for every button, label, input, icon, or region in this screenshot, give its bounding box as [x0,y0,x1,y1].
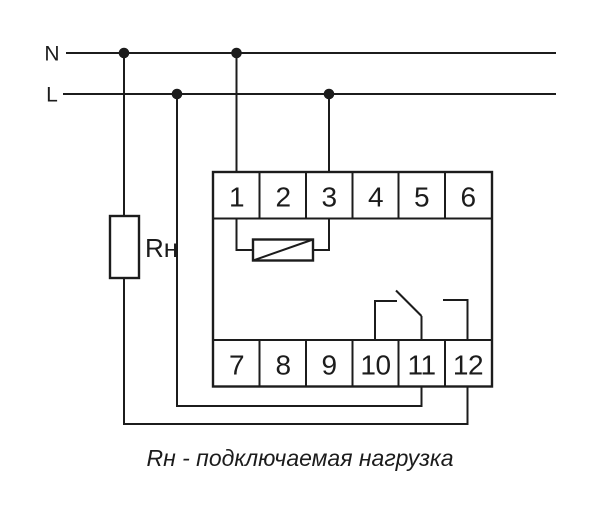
junction-dot-neutral-load [118,47,130,59]
contact-blade [395,289,423,317]
contact-lead-terminal-12 [443,299,469,340]
wire-live-to-terminal-11 [176,94,423,407]
wire-load-to-terminal-12 [123,278,469,425]
live-label: L [46,84,58,107]
contact-lead-terminal-10 [374,300,397,340]
coil-lead-terminal-1 [235,218,253,251]
coil-diagonal-stroke [252,238,314,262]
junction-dot-neutral-terminal-1 [231,47,242,59]
terminal-8-label: 8 [275,350,290,381]
terminal-5-label: 5 [414,182,429,213]
terminal-10-label: 10 [360,350,390,381]
neutral-label: N [44,43,59,66]
junction-dot-live-terminal-11 [171,88,183,100]
load-resistor-symbol [108,214,141,280]
terminal-2-label: 2 [275,182,290,213]
terminal-12-label: 12 [453,350,483,381]
terminal-4-label: 4 [368,182,383,213]
terminal-7-label: 7 [229,350,244,381]
terminal-9-label: 9 [321,350,336,381]
terminal-1-label: 1 [229,182,244,213]
coil-lead-terminal-3 [313,218,330,251]
terminal-11-label: 11 [407,350,435,381]
junction-dot-live-terminal-3 [323,88,335,100]
load-label: Rн [145,233,178,263]
diagram-caption: Rн - подключаемая нагрузка [146,445,453,471]
terminal-6-label: 6 [460,182,475,213]
terminal-3-label: 3 [321,182,336,213]
